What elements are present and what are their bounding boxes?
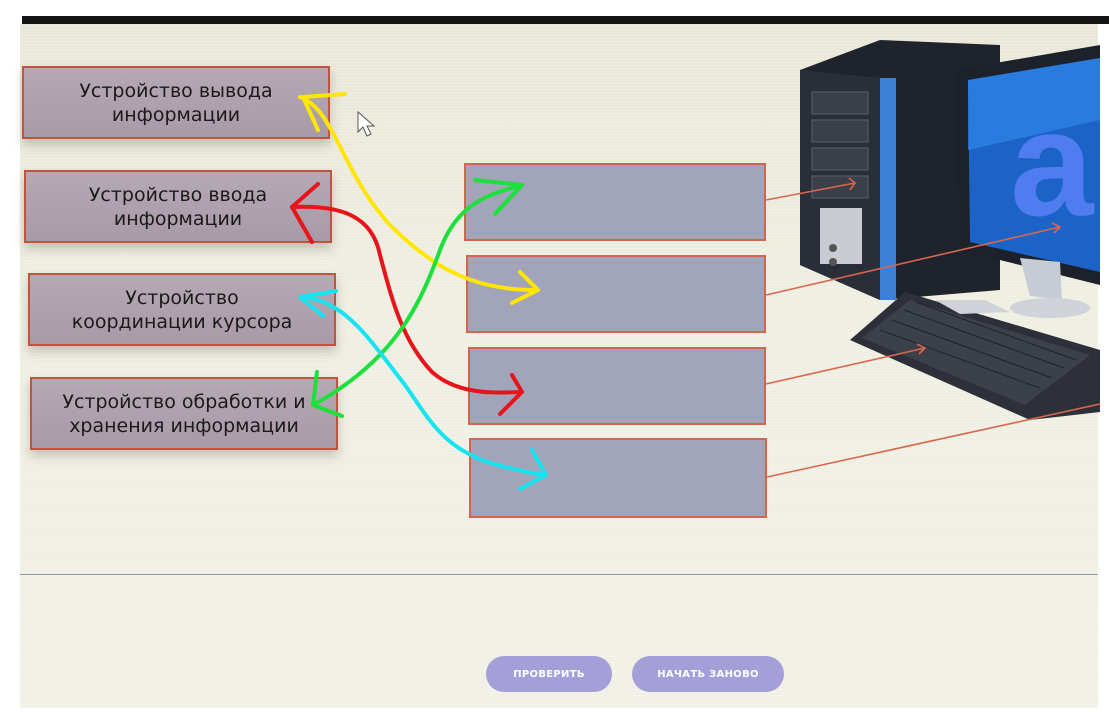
drop-zone-2[interactable] (466, 255, 766, 333)
label-output-device-text: Устройство вывода информации (79, 79, 273, 126)
label-input-device-text: Устройство ввода информации (88, 183, 268, 230)
monitor-bezel (22, 16, 1109, 24)
restart-button-label: НАЧАТЬ ЗАНОВО (657, 668, 759, 680)
drop-zone-1[interactable] (464, 163, 766, 241)
top-frame (0, 0, 1109, 24)
label-cursor-device[interactable]: Устройство координации курсора (28, 273, 336, 346)
divider-line (20, 574, 1098, 575)
label-processing-device[interactable]: Устройство обработки и хранения информац… (30, 377, 338, 450)
bottom-frame (0, 708, 1109, 723)
check-button-label: ПРОВЕРИТЬ (513, 668, 585, 680)
label-processing-device-text: Устройство обработки и хранения информац… (62, 390, 306, 437)
label-input-device[interactable]: Устройство ввода информации (24, 170, 332, 243)
label-output-device[interactable]: Устройство вывода информации (22, 66, 330, 139)
check-button[interactable]: ПРОВЕРИТЬ (486, 656, 612, 692)
drop-zone-3[interactable] (468, 347, 766, 425)
drop-zone-4[interactable] (469, 438, 767, 518)
restart-button[interactable]: НАЧАТЬ ЗАНОВО (632, 656, 784, 692)
label-cursor-device-text: Устройство координации курсора (71, 286, 293, 333)
